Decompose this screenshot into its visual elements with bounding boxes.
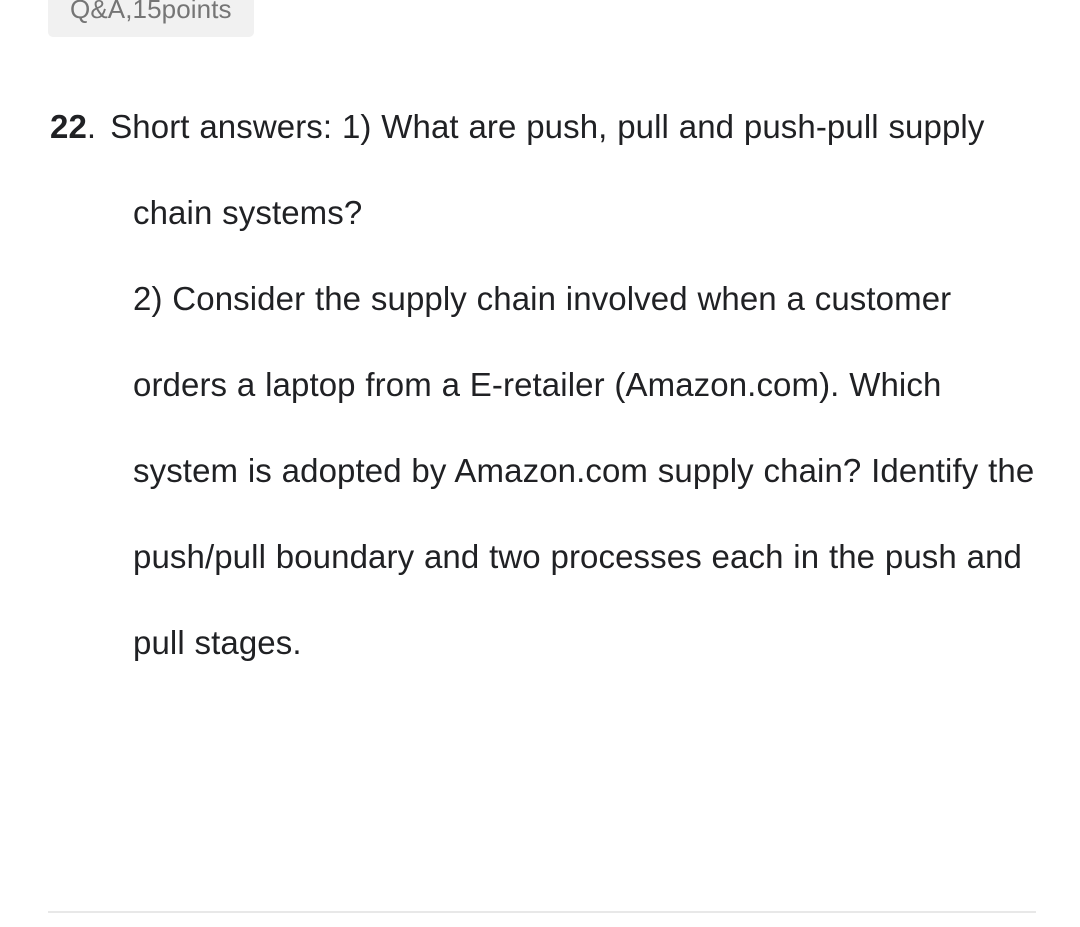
badge-row: Q&A,15points <box>48 0 254 37</box>
question-number-separator: . <box>86 108 97 145</box>
question-part-2-text: 2) Consider the supply chain involved wh… <box>133 280 1035 661</box>
section-divider <box>48 911 1036 913</box>
category-points-badge: Q&A,15points <box>48 0 254 37</box>
question-part-1-text: Short answers: 1) What are push, pull an… <box>110 108 985 231</box>
question-body: 22. Short answers: 1) What are push, pull… <box>50 84 1040 686</box>
question-number: 22 <box>50 108 87 145</box>
